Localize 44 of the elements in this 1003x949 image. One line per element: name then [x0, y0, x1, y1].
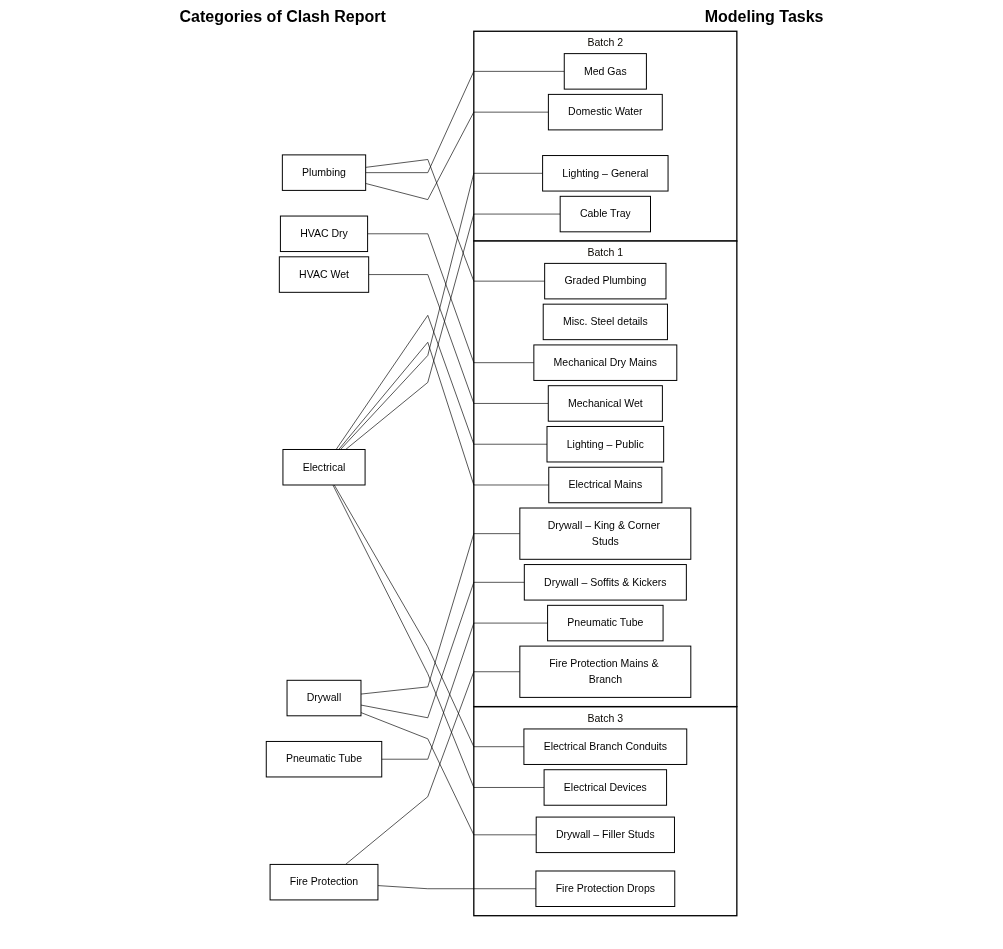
connector: [377, 885, 537, 890]
connector: [360, 533, 521, 695]
node-box: Med Gas: [563, 53, 647, 90]
node-box: Graded Plumbing: [544, 262, 667, 300]
node-box: Misc. Steel details: [542, 303, 668, 341]
node-box: Fire Protection: [269, 863, 379, 901]
connector: [332, 484, 545, 788]
node-box: Domestic Water: [547, 93, 663, 131]
column-heading: Modeling Tasks: [704, 8, 824, 26]
node-box: Pneumatic Tube: [547, 604, 664, 642]
node-box: Fire Protection Mains & Branch: [519, 645, 692, 698]
node-box: Drywall – King & Corner Studs: [519, 507, 692, 560]
connector: [368, 274, 549, 404]
connector: [365, 159, 545, 282]
connector: [335, 315, 548, 450]
node-box: Electrical: [282, 449, 366, 486]
connector: [340, 172, 543, 450]
node-box: Drywall – Soffits & Kickers: [523, 564, 687, 601]
connector: [365, 71, 565, 173]
connector: [333, 484, 525, 748]
node-box: Electrical Mains: [548, 466, 663, 504]
connector: [360, 712, 537, 836]
connector: [381, 622, 548, 760]
node-box: Mechanical Dry Mains: [533, 344, 678, 381]
column-heading: Categories of Clash Report: [179, 8, 386, 26]
node-box: Drywall – Filler Studs: [535, 816, 675, 854]
connector: [360, 581, 525, 719]
node-box: Cable Tray: [559, 195, 651, 233]
connector: [365, 111, 549, 200]
node-box: Electrical Devices: [543, 769, 667, 806]
node-box: Lighting – General: [542, 155, 669, 192]
connector: [367, 233, 535, 363]
node-box: Lighting – Public: [546, 425, 665, 463]
node-box: Mechanical Wet: [547, 385, 663, 422]
node-box: Fire Protection Drops: [535, 870, 676, 907]
node-box: Plumbing: [281, 154, 367, 191]
node-box: Pneumatic Tube: [265, 740, 383, 778]
node-box: Drywall: [286, 679, 362, 717]
connector: [338, 341, 550, 486]
node-box: HVAC Wet: [278, 256, 370, 293]
node-box: HVAC Dry: [279, 215, 369, 253]
connector: [345, 671, 521, 865]
node-box: Electrical Branch Conduits: [523, 728, 688, 765]
connector: [345, 213, 561, 450]
